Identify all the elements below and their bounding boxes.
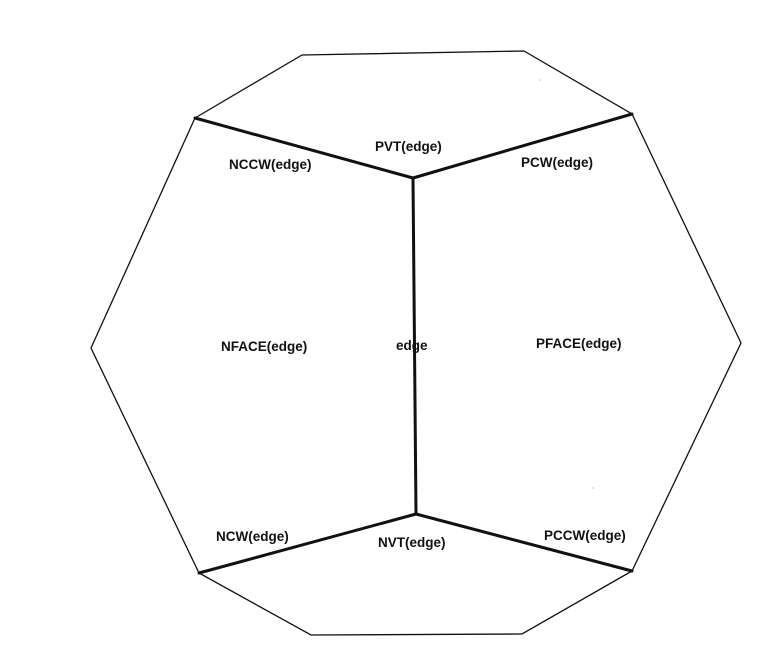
label-pccw: PCCW(edge) [544,528,626,543]
scan-speck [592,487,594,489]
pvt-vertex [411,176,415,180]
scan-speck [149,461,151,463]
label-nccw: NCCW(edge) [229,157,312,172]
central-edge [411,176,418,516]
label-nvt: NVT(edge) [378,535,446,550]
nccw-wing-edge [193,116,415,180]
scan-speck [539,79,541,81]
pcw-wing-edge [411,112,634,180]
label-pvt: PVT(edge) [375,139,442,154]
label-pface: PFACE(edge) [536,336,622,351]
pccw-wing-edge [414,512,634,573]
ncw-wing-edge [197,512,418,575]
label-nface: NFACE(edge) [221,339,307,354]
label-ncw: NCW(edge) [216,529,289,544]
label-pcw: PCW(edge) [521,155,593,170]
nvt-vertex [414,512,418,516]
label-edge: edge [396,338,428,353]
